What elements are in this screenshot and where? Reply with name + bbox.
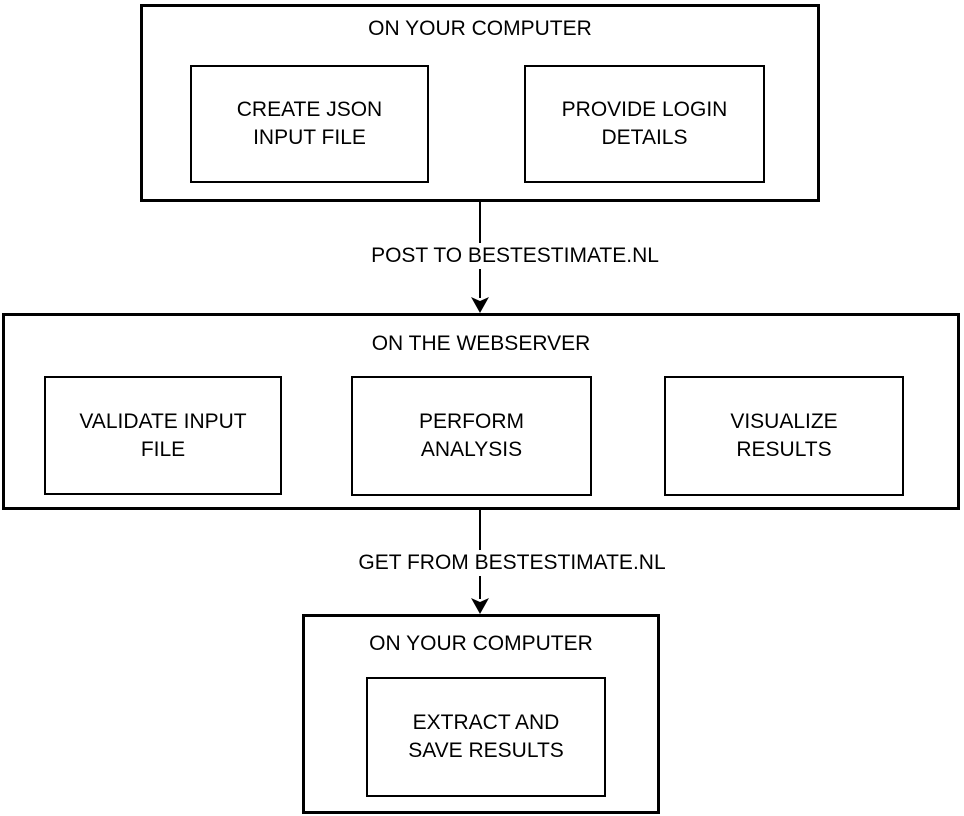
group-title-top: ON YOUR COMPUTER [368,17,592,40]
step-validate-input-file: VALIDATE INPUT FILE [44,376,282,495]
arrow-label-post: POST TO BESTESTIMATE.NL [364,243,666,269]
step-label-extract: EXTRACT AND SAVE RESULTS [408,711,564,762]
step-label-visualize: VISUALIZE RESULTS [730,410,838,461]
arrow-label-get: GET FROM BESTESTIMATE.NL [356,550,668,576]
group-on-your-computer-bottom: ON YOUR COMPUTER EXTRACT AND SAVE RESULT… [302,614,660,814]
group-title-middle: ON THE WEBSERVER [371,332,591,355]
step-label-provide-login: PROVIDE LOGIN DETAILS [561,98,728,149]
step-create-json-input-file: CREATE JSON INPUT FILE [190,65,429,183]
step-label-create-json: CREATE JSON INPUT FILE [236,98,383,149]
arrowhead-down-icon [471,297,489,313]
step-label-perform: PERFORM ANALYSIS [419,410,524,461]
step-perform-analysis: PERFORM ANALYSIS [351,376,592,496]
step-provide-login-details: PROVIDE LOGIN DETAILS [524,65,765,183]
group-on-the-webserver: ON THE WEBSERVER VALIDATE INPUT FILE PER… [2,313,960,510]
step-visualize-results: VISUALIZE RESULTS [664,376,904,496]
step-label-validate: VALIDATE INPUT FILE [79,409,247,461]
arrowhead-down-icon [471,598,489,614]
group-on-your-computer-top: ON YOUR COMPUTER CREATE JSON INPUT FILE … [140,4,820,202]
step-extract-and-save-results: EXTRACT AND SAVE RESULTS [366,677,606,797]
group-title-bottom: ON YOUR COMPUTER [369,632,593,655]
